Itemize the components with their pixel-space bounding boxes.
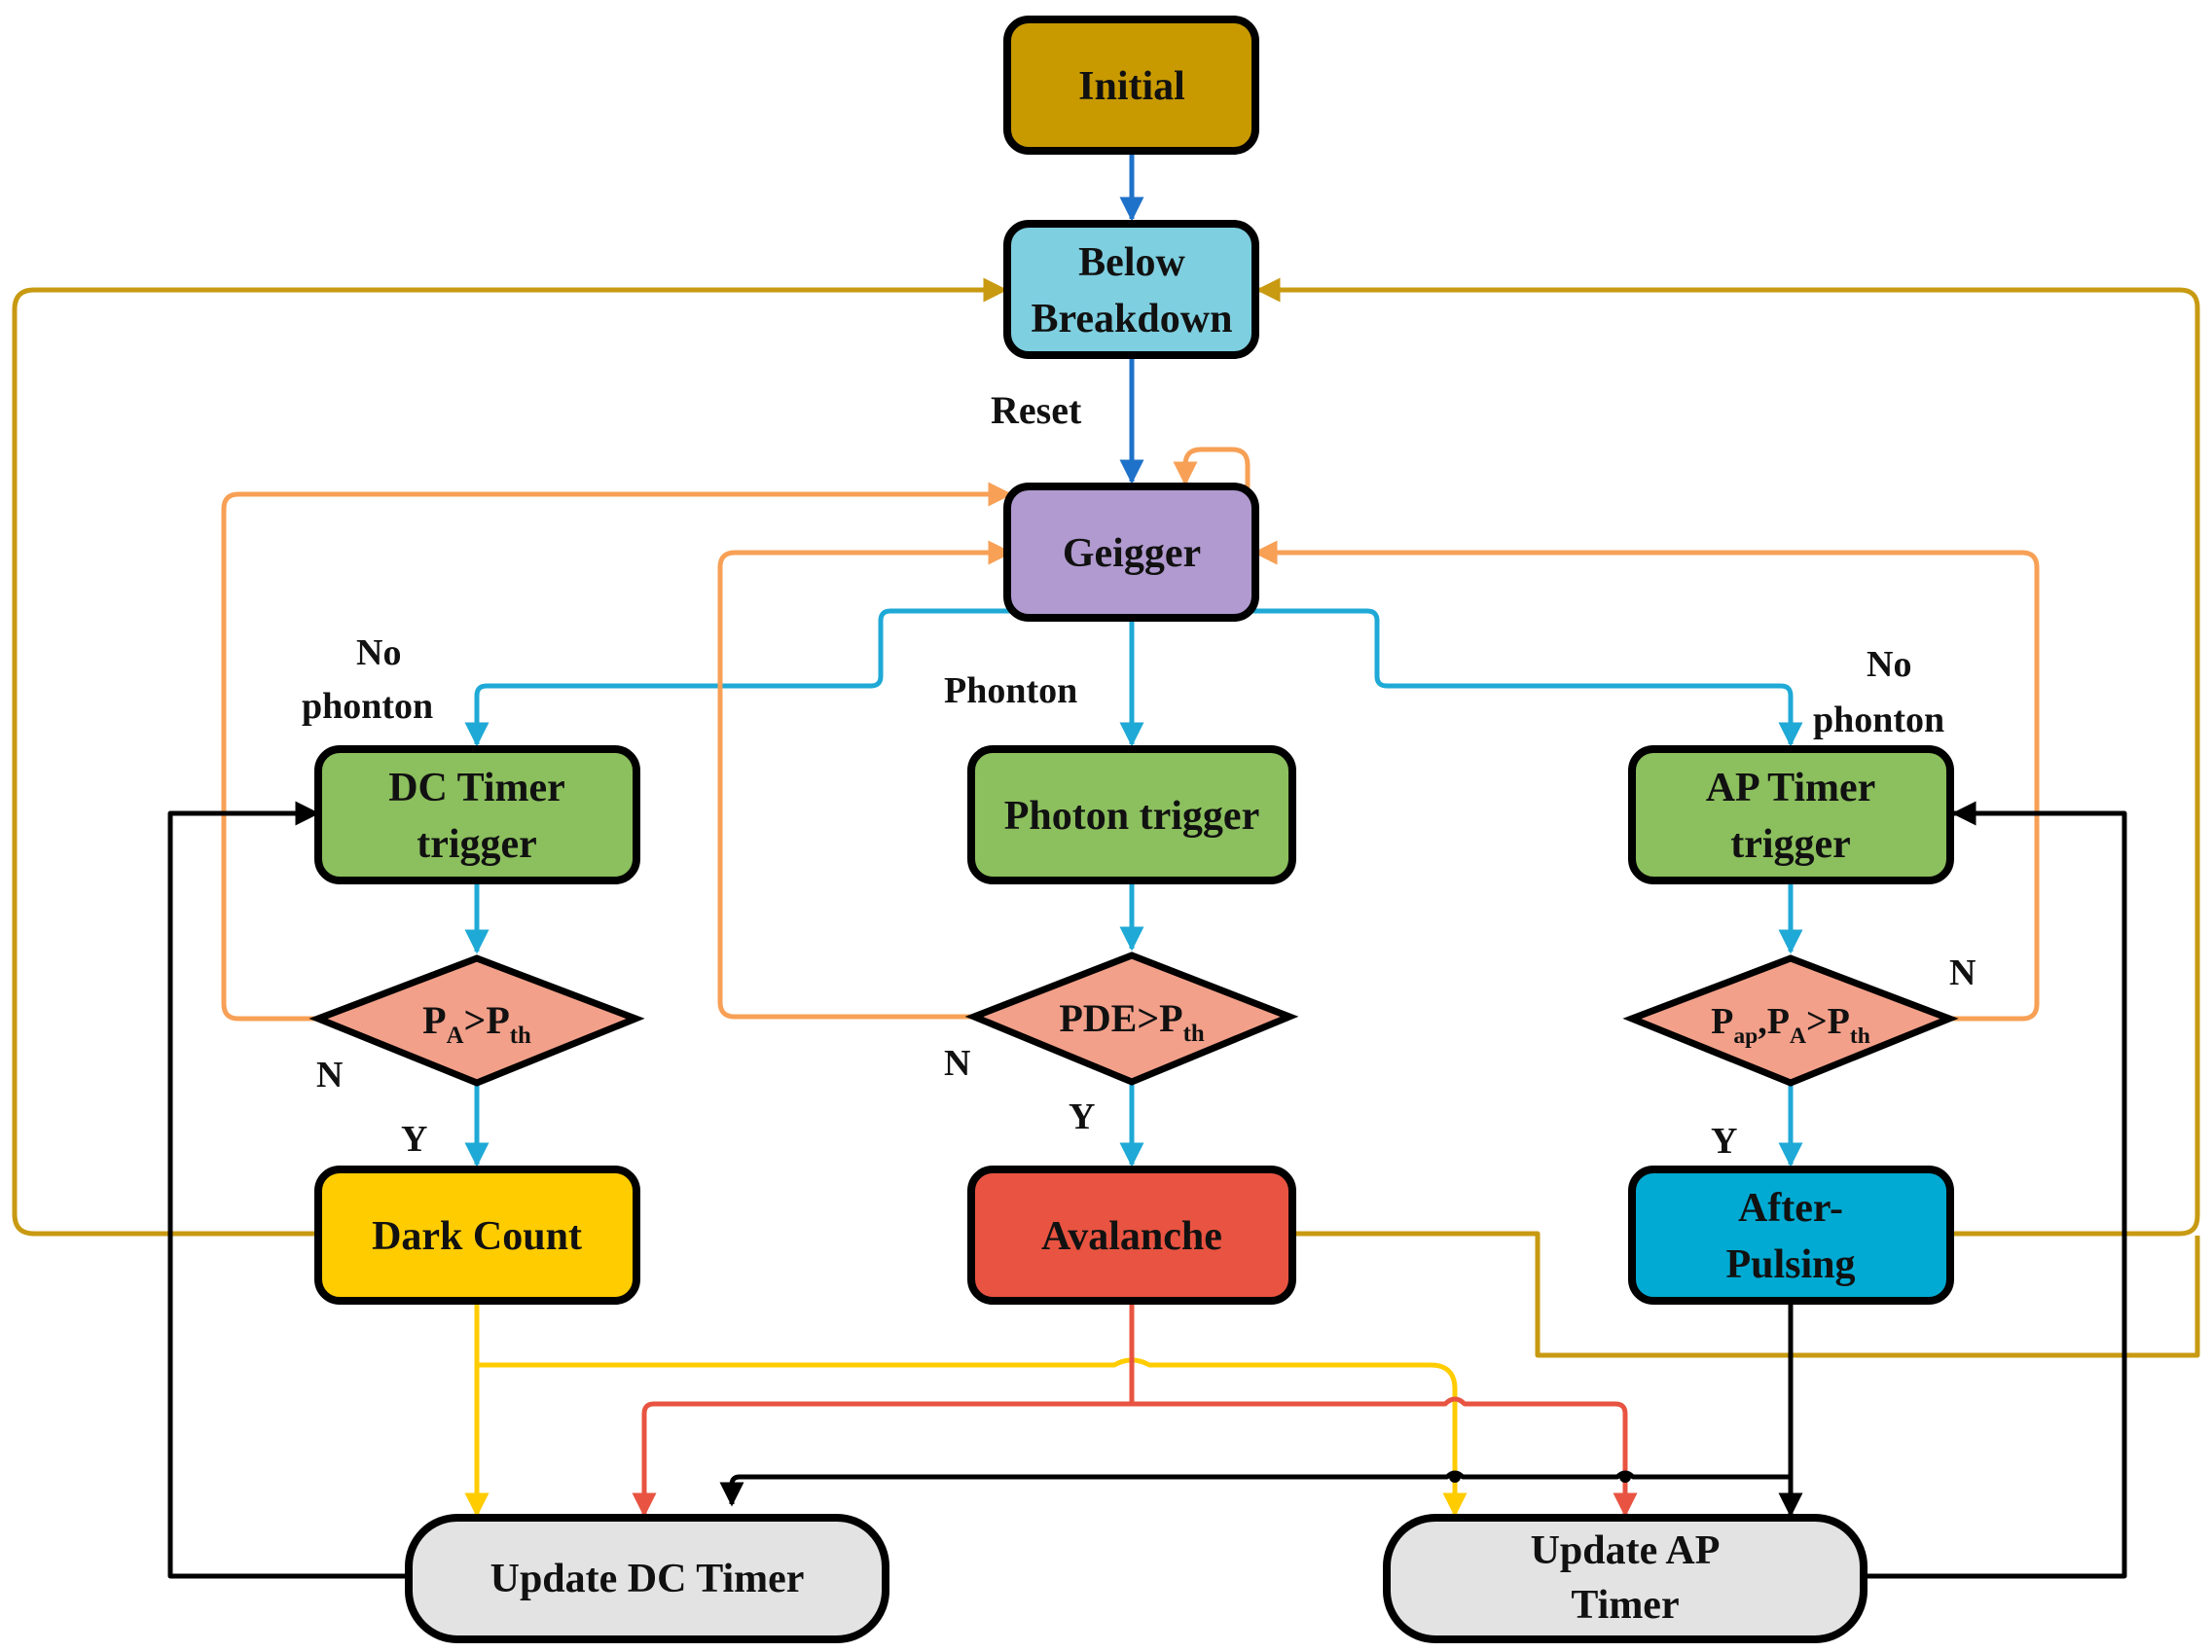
decision-ap: Pap,PA>Pth bbox=[1622, 954, 1959, 1087]
node-after-pulsing: After- Pulsing bbox=[1628, 1166, 1954, 1305]
decision-ap-text: Pap,PA>Pth bbox=[1711, 1001, 1870, 1049]
node-dc-timer-line1: DC Timer bbox=[388, 766, 565, 810]
label-photon-center: Phonton bbox=[944, 670, 1077, 711]
edge-decision-ap-no bbox=[1252, 540, 2040, 1022]
node-update-dc-timer-label: Update DC Timer bbox=[490, 1557, 805, 1601]
label-n-center: N bbox=[944, 1043, 970, 1084]
node-photon-trigger-label: Photon trigger bbox=[1004, 794, 1259, 839]
label-n-right: N bbox=[1949, 952, 1976, 993]
decision-dc: PA>Pth bbox=[308, 954, 645, 1087]
edge-avalanche-to-update-dc bbox=[632, 1401, 1132, 1518]
node-ap-timer-line1: AP Timer bbox=[1706, 766, 1876, 810]
edge-geigger-self-loop bbox=[1173, 447, 1251, 496]
junction-dot bbox=[1449, 1471, 1461, 1483]
edge-update-dc-to-dc-timer bbox=[167, 801, 409, 1579]
node-initial: Initial bbox=[1003, 16, 1259, 155]
edge-avalanche-to-below-breakdown bbox=[1291, 1231, 2200, 1358]
label-no-photon-right-2: phonton bbox=[1813, 700, 1944, 740]
label-y-center: Y bbox=[1069, 1096, 1095, 1137]
edge-decision-pde-no bbox=[717, 540, 1013, 1020]
node-after-pulsing-line1: After- bbox=[1738, 1186, 1843, 1231]
edge-update-ap-to-ap-timer bbox=[1864, 801, 2127, 1579]
label-no-photon-left-2: phonton bbox=[302, 686, 433, 727]
node-initial-label: Initial bbox=[1078, 64, 1185, 109]
node-update-ap-timer-line1: Update AP bbox=[1531, 1528, 1721, 1573]
label-no-photon-left-1: No bbox=[356, 632, 401, 673]
edge-avalanche-to-update-ap bbox=[1132, 1396, 1638, 1518]
label-no-photon-right-1: No bbox=[1867, 644, 1911, 685]
edge-after-pulsing-to-update-dc bbox=[719, 1470, 1791, 1507]
node-geigger-label: Geigger bbox=[1063, 531, 1201, 576]
node-after-pulsing-line2: Pulsing bbox=[1725, 1242, 1855, 1287]
edge-geigger-to-dc-timer bbox=[464, 608, 1017, 747]
node-below-breakdown-line1: Below bbox=[1078, 240, 1185, 285]
node-dc-timer-line2: trigger bbox=[417, 822, 537, 867]
node-avalanche-label: Avalanche bbox=[1041, 1214, 1222, 1259]
edge-dark-count-to-below-breakdown bbox=[12, 277, 1008, 1237]
node-ap-timer-line2: trigger bbox=[1730, 822, 1851, 867]
node-below-breakdown-line2: Breakdown bbox=[1032, 297, 1233, 341]
node-dc-timer-trigger: DC Timer trigger bbox=[314, 745, 640, 884]
edge-geigger-to-ap-timer bbox=[1249, 608, 1803, 747]
label-y-right: Y bbox=[1711, 1121, 1737, 1162]
junction-dot bbox=[1619, 1471, 1631, 1483]
node-dark-count: Dark Count bbox=[314, 1166, 640, 1305]
node-geigger: Geigger bbox=[1003, 483, 1259, 622]
node-ap-timer-trigger: AP Timer trigger bbox=[1628, 745, 1954, 884]
decision-dc-text: PA>Pth bbox=[422, 998, 531, 1049]
node-avalanche: Avalanche bbox=[967, 1166, 1296, 1305]
label-y-left: Y bbox=[401, 1119, 427, 1160]
edge-after-pulsing-to-below-breakdown bbox=[1255, 277, 2200, 1237]
node-update-ap-timer-line2: Timer bbox=[1571, 1583, 1679, 1628]
decision-pde: PDE>Pth bbox=[964, 952, 1299, 1086]
label-n-left: N bbox=[316, 1055, 343, 1095]
node-update-ap-timer: Update AP Timer bbox=[1383, 1514, 1868, 1643]
edge-decision-dc-no bbox=[221, 482, 1013, 1022]
node-update-dc-timer: Update DC Timer bbox=[405, 1514, 889, 1643]
edge-dark-count-to-update-ap bbox=[477, 1357, 1468, 1518]
decision-pde-text: PDE>Pth bbox=[1059, 996, 1204, 1047]
node-below-breakdown: Below Breakdown bbox=[1003, 220, 1259, 359]
label-reset: Reset bbox=[991, 388, 1082, 432]
node-photon-trigger: Photon trigger bbox=[967, 745, 1296, 884]
node-dark-count-label: Dark Count bbox=[372, 1214, 582, 1259]
